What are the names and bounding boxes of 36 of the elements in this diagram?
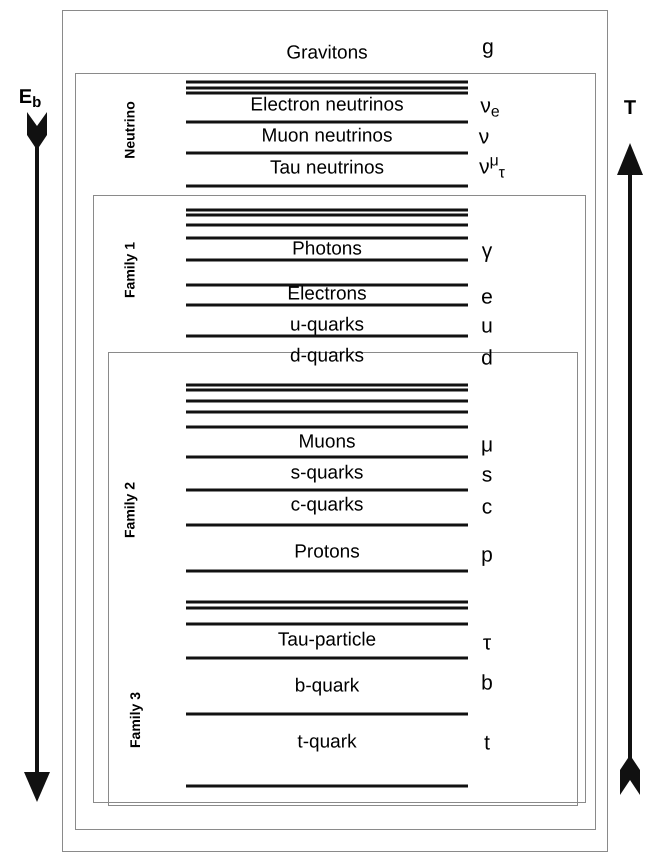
particle-name: t-quark <box>297 732 357 752</box>
particle-name: Electron neutrinos <box>250 96 404 114</box>
particle-name: u-quarks <box>290 316 364 334</box>
particle-name: Photons <box>292 240 362 258</box>
particle-symbol: e <box>481 286 493 308</box>
particle-name: Tau-particle <box>278 630 376 650</box>
group-heading: Neutrino <box>120 101 138 159</box>
particle-symbol: s <box>482 464 492 486</box>
particle-name: Electrons <box>287 284 367 304</box>
group-box <box>93 195 586 803</box>
particle-symbol: t <box>484 732 490 754</box>
particle-symbol: u <box>481 316 493 336</box>
axis-label: T <box>624 98 636 118</box>
particle-name: Muon neutrinos <box>262 126 392 146</box>
particle-symbol: g <box>482 36 494 58</box>
particle-name: Muons <box>298 432 356 452</box>
particle-name: Gravitons <box>286 44 368 62</box>
particle-symbol: γ <box>482 240 492 262</box>
axis-label: E$_{b}$ <box>18 87 42 107</box>
particle-symbol: p <box>481 544 493 566</box>
group-heading: Family 2 <box>120 482 138 538</box>
particle-name: d-quarks <box>290 346 364 366</box>
particle-symbol: τ <box>482 632 492 654</box>
group-heading: Family 1 <box>120 242 138 298</box>
particle-symbol: ν <box>478 126 490 148</box>
particle-name: c-quarks <box>290 496 364 514</box>
particle-name: Protons <box>294 542 360 562</box>
particle-symbol: d <box>481 348 493 368</box>
particle-name: Tau neutrinos <box>270 158 384 178</box>
particle-name: b-quark <box>294 676 360 696</box>
group-heading: Family 3 <box>128 692 142 748</box>
particle-symbol: c <box>482 496 492 518</box>
particle-symbol: ν$_{e}$ <box>480 96 500 116</box>
particle-symbol: μ <box>480 434 494 456</box>
particle-symbol: b <box>481 672 493 694</box>
particle-name: s-quarks <box>290 464 364 482</box>
